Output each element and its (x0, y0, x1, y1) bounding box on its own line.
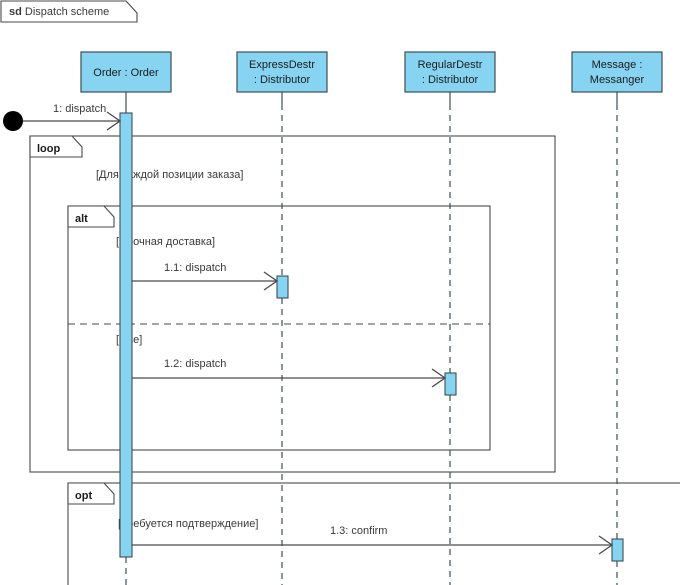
title-frame-tab-shape (0, 0, 138, 23)
fragment-opt[interactable]: opt [Требуется подтверждение] (67, 482, 680, 585)
message-1-3-label: 1.3: confirm (330, 525, 387, 537)
found-message-start-dot (3, 111, 23, 131)
fragment-alt-box[interactable] (67, 205, 491, 451)
lifeline-headers: Order : Order ExpressDestr : Distributor… (80, 51, 663, 93)
fragment-loop-keyword: loop (37, 143, 60, 155)
activation-bar-message[interactable] (611, 538, 624, 562)
lifeline-box-regular[interactable] (404, 51, 496, 93)
lifeline-header-regular[interactable]: RegularDestr : Distributor (404, 51, 496, 93)
fragment-alt-guard-1: [Срочная доставка] (116, 236, 215, 248)
activation-bar-regular[interactable] (444, 372, 457, 396)
lifeline-box-message[interactable] (571, 51, 663, 93)
arrow-head-icon (263, 271, 279, 291)
fragment-opt-box[interactable] (67, 482, 680, 585)
title-text: Dispatch scheme (25, 6, 109, 18)
message-1-2-dispatch[interactable]: 1.2: dispatch (132, 358, 447, 388)
lifeline-header-order[interactable]: Order : Order (80, 51, 172, 93)
lifeline-header-express[interactable]: ExpressDestr : Distributor (236, 51, 328, 93)
activation-bar-express[interactable] (276, 275, 289, 299)
fragment-opt-tab (67, 482, 115, 505)
fragment-alt-tab (67, 205, 115, 228)
title-keyword: sd (9, 6, 22, 18)
diagram-title-frame: sd Dispatch scheme (0, 0, 138, 23)
fragment-loop[interactable]: loop [Для каждой позиции заказа] (29, 135, 556, 473)
lifeline-label-message-line2: Messanger (590, 74, 645, 86)
fragment-loop-tab (29, 135, 83, 158)
lifeline-label-order-line1: Order : Order (93, 67, 159, 79)
lifeline-label-regular-line2: : Distributor (422, 74, 479, 86)
lifeline-label-message-line1: Message : (592, 59, 643, 71)
fragment-opt-guard: [Требуется подтверждение] (118, 518, 258, 530)
fragment-alt-keyword: alt (75, 213, 88, 225)
lifeline-stems (125, 92, 618, 585)
lifeline-label-express-line2: : Distributor (254, 74, 311, 86)
activation-bar-order[interactable] (119, 112, 133, 558)
lifeline-box-order[interactable] (80, 51, 172, 93)
message-1-dispatch[interactable]: 1: dispatch (3, 103, 122, 131)
title-frame-label: sd Dispatch scheme (9, 6, 109, 18)
arrow-head-icon (106, 111, 122, 131)
message-1-label: 1: dispatch (53, 103, 106, 115)
fragment-loop-box[interactable] (29, 135, 556, 473)
arrow-head-icon (431, 368, 447, 388)
activation-bars (119, 112, 624, 562)
arrow-head-icon (598, 535, 614, 555)
fragment-opt-keyword: opt (75, 490, 92, 502)
message-1-2-label: 1.2: dispatch (164, 358, 226, 370)
message-1-3-confirm[interactable]: 1.3: confirm (132, 525, 614, 555)
fragment-loop-guard: [Для каждой позиции заказа] (96, 169, 243, 181)
lifeline-header-message[interactable]: Message : Messanger (571, 51, 663, 93)
message-1-1-label: 1.1: dispatch (164, 262, 226, 274)
message-1-1-dispatch[interactable]: 1.1: dispatch (132, 262, 279, 291)
lifeline-label-regular-line1: RegularDestr (418, 59, 483, 71)
lifeline-label-express-line1: ExpressDestr (249, 59, 315, 71)
